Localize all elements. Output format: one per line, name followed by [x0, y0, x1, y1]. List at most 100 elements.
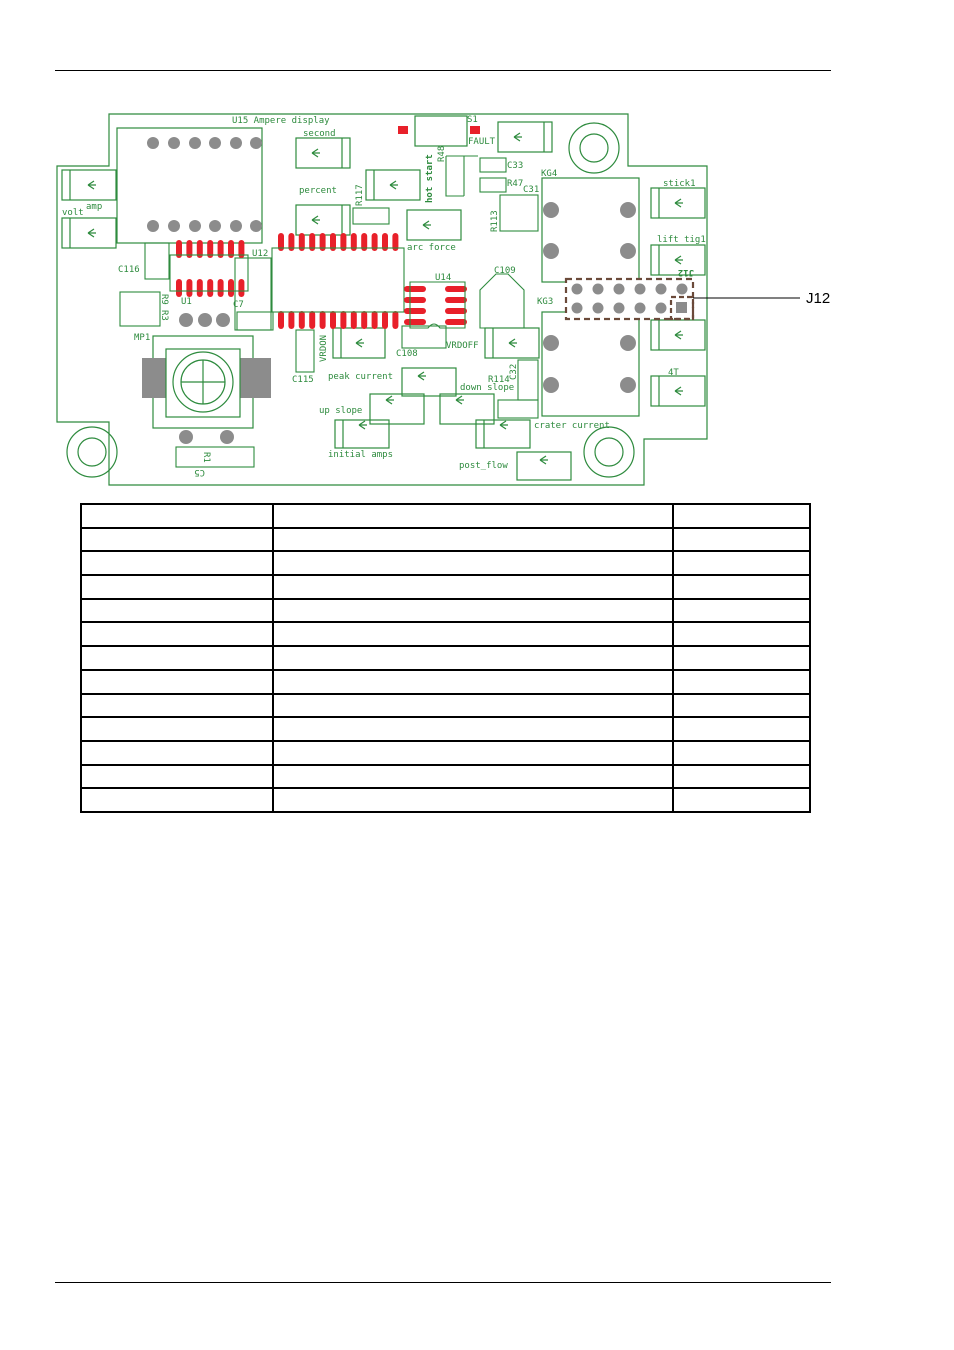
label-fault: FAULT	[468, 137, 496, 147]
table-cell	[80, 621, 274, 648]
header-rule	[55, 70, 831, 71]
table-cell	[272, 716, 674, 742]
table-row	[80, 574, 811, 600]
label-mp1: MP1	[134, 333, 150, 343]
led-up-slope	[369, 393, 425, 425]
smd-pad	[176, 279, 182, 297]
label-s1: S1	[467, 115, 478, 125]
smd-pad	[238, 240, 245, 258]
led-2t	[650, 319, 706, 351]
table-row	[80, 645, 811, 671]
led-peak-current	[401, 367, 457, 397]
smd-pad	[207, 240, 214, 258]
table-cell	[80, 503, 274, 529]
table-cell	[272, 574, 674, 600]
u12-body	[271, 247, 405, 313]
led-arc-force	[406, 209, 462, 241]
label-c7: C7	[233, 300, 244, 310]
u12-pads-bottom	[278, 311, 399, 329]
label-r113: R113	[490, 210, 500, 232]
led-vrdoff	[484, 327, 540, 359]
label-r3: R3	[159, 310, 169, 321]
smd-pad	[361, 233, 368, 251]
led-4t	[650, 375, 706, 407]
table-cell	[672, 503, 811, 529]
table-cell	[272, 668, 674, 695]
smd-pad	[238, 279, 245, 297]
label-kg3: KG3	[537, 297, 553, 307]
smd-pad	[288, 311, 295, 329]
potentiometer-pins	[179, 430, 234, 444]
table-row	[80, 550, 811, 577]
label-c115: C115	[292, 375, 314, 385]
smd-pad	[392, 233, 399, 251]
smd-pad	[340, 311, 347, 329]
footer-rule	[55, 1282, 831, 1283]
smd-pad	[340, 233, 347, 251]
smd-pad	[309, 311, 316, 329]
smd-pad	[196, 240, 203, 258]
label-r114: R114	[488, 375, 510, 385]
j12-connector-outline	[564, 277, 695, 321]
label-c108: C108	[396, 349, 418, 359]
mounting-hole-bottom-right	[583, 426, 635, 478]
u1-body	[169, 254, 249, 292]
smd-pad	[361, 311, 368, 329]
smd-pad	[186, 240, 193, 258]
led-fault	[497, 121, 553, 153]
switch-s1	[414, 115, 468, 147]
led-lift-tig	[650, 244, 706, 276]
label-up-slope: up slope	[319, 406, 362, 416]
table-cell	[80, 597, 274, 624]
smd-pad	[319, 233, 326, 251]
table-row	[80, 763, 811, 790]
smd-pad	[176, 240, 182, 258]
j12-pin1-marker	[669, 295, 695, 321]
table-row	[80, 503, 811, 529]
smd-pad	[392, 311, 399, 329]
table-cell	[672, 787, 811, 813]
pcb-layout-diagram: J12 U15 Ampere display second S1 FAULT C…	[56, 113, 830, 486]
smd-pad	[350, 233, 357, 251]
label-vrdon: VRDON	[319, 335, 329, 362]
smd-pad	[330, 233, 336, 251]
table-cell	[272, 645, 674, 671]
table-cell	[80, 574, 274, 600]
smd-pad	[186, 279, 193, 297]
led-stick	[650, 187, 706, 219]
label-u14: U14	[435, 273, 451, 283]
smd-pad	[309, 233, 316, 251]
label-second: second	[303, 129, 336, 139]
table-cell	[80, 739, 274, 766]
table-cell	[672, 597, 811, 624]
label-c33: C33	[507, 161, 523, 171]
label-c32: C32	[509, 364, 519, 380]
table-row	[80, 787, 811, 813]
table-cell	[272, 550, 674, 577]
table-cell	[672, 716, 811, 742]
led-post-flow	[516, 451, 572, 481]
smd-pad	[228, 279, 234, 297]
label-hot-start: hot start	[425, 154, 435, 203]
display-pins-top	[147, 137, 262, 149]
table-cell	[672, 550, 811, 577]
table-cell	[272, 597, 674, 624]
smd-pad	[382, 311, 388, 329]
led-volt	[61, 217, 117, 249]
potentiometer-mp1	[142, 335, 271, 429]
label-u15: U15 Ampere display	[232, 116, 330, 126]
table-cell	[272, 621, 674, 648]
table-cell	[80, 645, 274, 671]
table-cell	[672, 574, 811, 600]
label-peak-current: peak current	[328, 372, 393, 382]
table-cell	[80, 787, 274, 813]
table-row	[80, 526, 811, 553]
display-pins-bottom	[147, 220, 262, 232]
smd-pad	[217, 240, 224, 258]
led-percent	[295, 204, 351, 236]
j12-callout-label: J12	[806, 290, 830, 307]
u1-through-holes	[179, 313, 230, 327]
table-cell	[672, 645, 811, 671]
u1-pads-top	[176, 240, 245, 258]
table-cell	[80, 763, 274, 790]
